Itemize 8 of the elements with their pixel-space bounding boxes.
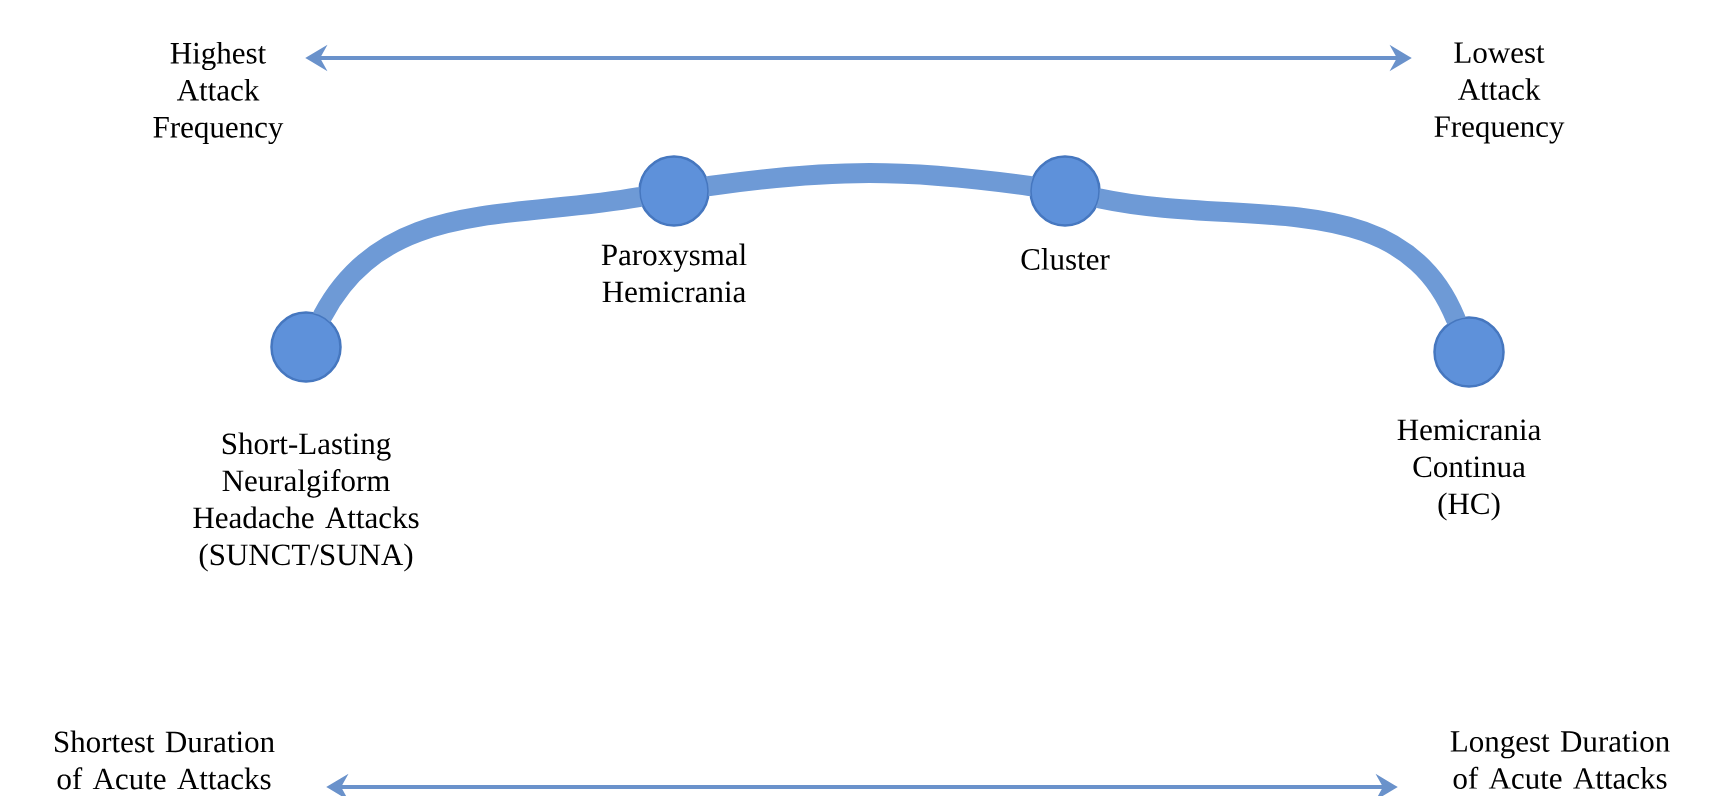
node-label: Cluster	[1021, 248, 1110, 270]
node-label: Short-Lasting Neuralgiform Headache Attacks (SUNCT/SUNA)	[193, 432, 419, 572]
axis-label: Shortest Duration of Acute Attacks	[55, 730, 275, 790]
node-label: Hemicrania Continua (HC)	[1397, 419, 1541, 521]
axis-label: Longest Duration of Acute Attacks	[1450, 731, 1670, 789]
axis-label: Highest Attack Frequency	[153, 41, 284, 145]
node-label: Paroxysmal Hemicrania	[601, 243, 747, 303]
axis-label: Lowest Attack Frequency	[1434, 42, 1565, 144]
